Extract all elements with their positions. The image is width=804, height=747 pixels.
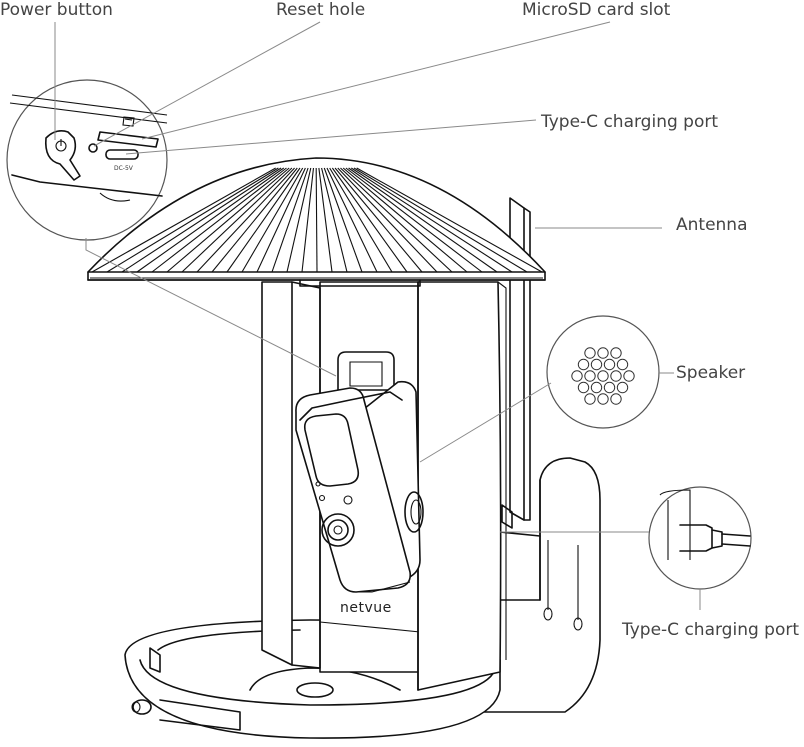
speaker-hole [623, 370, 635, 382]
speaker-hole [597, 370, 609, 382]
speaker-hole [577, 358, 590, 371]
ports-detail [6, 79, 168, 241]
speaker-hole [584, 393, 596, 405]
wall-mount-bracket [469, 457, 601, 713]
roof-rib [340, 167, 453, 273]
roof-rib [136, 167, 285, 273]
roof-rib [315, 167, 318, 273]
roof-rib [345, 167, 483, 273]
speaker-grille [571, 347, 635, 405]
roof-rib [350, 167, 513, 273]
roof-rib [342, 167, 468, 273]
roof-rib [321, 167, 348, 273]
speaker-hole [603, 358, 616, 371]
speaker-hole [610, 370, 622, 382]
roof-rib [166, 167, 290, 273]
roof-rib [323, 167, 363, 273]
leader-lines [54, 21, 701, 610]
speaker-hole [590, 358, 603, 371]
roof-rib [256, 167, 306, 273]
speaker-hole [577, 381, 590, 394]
camera [295, 351, 424, 593]
roof-rib [286, 167, 312, 273]
roof-rib [226, 167, 301, 273]
roof-rib [271, 167, 309, 273]
label-typec-port-bottom: Type-C charging port [622, 620, 800, 640]
power-button-shape [44, 130, 81, 181]
roof-rib [353, 167, 528, 273]
label-power-button: Power button [0, 0, 113, 20]
speaker-hole [597, 347, 609, 359]
roof-rib [211, 167, 298, 273]
roof-rib [106, 167, 279, 273]
speaker-hole [584, 347, 596, 359]
roof-rib [301, 167, 315, 273]
brand-logo: netvue [340, 600, 392, 616]
roof-rib [121, 167, 282, 273]
label-typec-port-top: Type-C charging port [541, 112, 719, 132]
roof-rib [241, 167, 304, 273]
speaker-hole [616, 381, 629, 394]
speaker-detail [546, 315, 660, 429]
roof-rib [348, 167, 498, 273]
roof-rib [337, 167, 438, 273]
label-antenna: Antenna [676, 215, 748, 235]
speaker-hole [597, 393, 609, 405]
speaker-hole [584, 370, 596, 382]
speaker-hole [610, 393, 622, 405]
microsd-slot-shape [97, 131, 159, 148]
roof-rib [196, 167, 295, 273]
roof-rib [181, 167, 293, 273]
roof-rib [151, 167, 287, 273]
roof-rib [356, 167, 543, 273]
speaker-hole [590, 381, 603, 394]
typec-port-shape [105, 149, 139, 160]
label-reset-hole: Reset hole [276, 0, 366, 20]
roof-rib [331, 167, 408, 273]
roof-rib [334, 167, 423, 273]
roof-rib [329, 167, 393, 273]
typec-bottom-detail [648, 486, 752, 590]
roof-rib [326, 167, 378, 273]
speaker-hole [603, 381, 616, 394]
reset-hole-shape [88, 143, 98, 153]
roof-rib [91, 167, 276, 273]
port-marking: DC-5V [114, 165, 134, 172]
speaker-hole [571, 370, 583, 382]
label-microsd-slot: MicroSD card slot [522, 0, 671, 20]
roof-rib [318, 167, 333, 273]
speaker-hole [610, 347, 622, 359]
roof [87, 157, 546, 287]
speaker-hole [616, 358, 629, 371]
label-speaker: Speaker [676, 363, 746, 383]
